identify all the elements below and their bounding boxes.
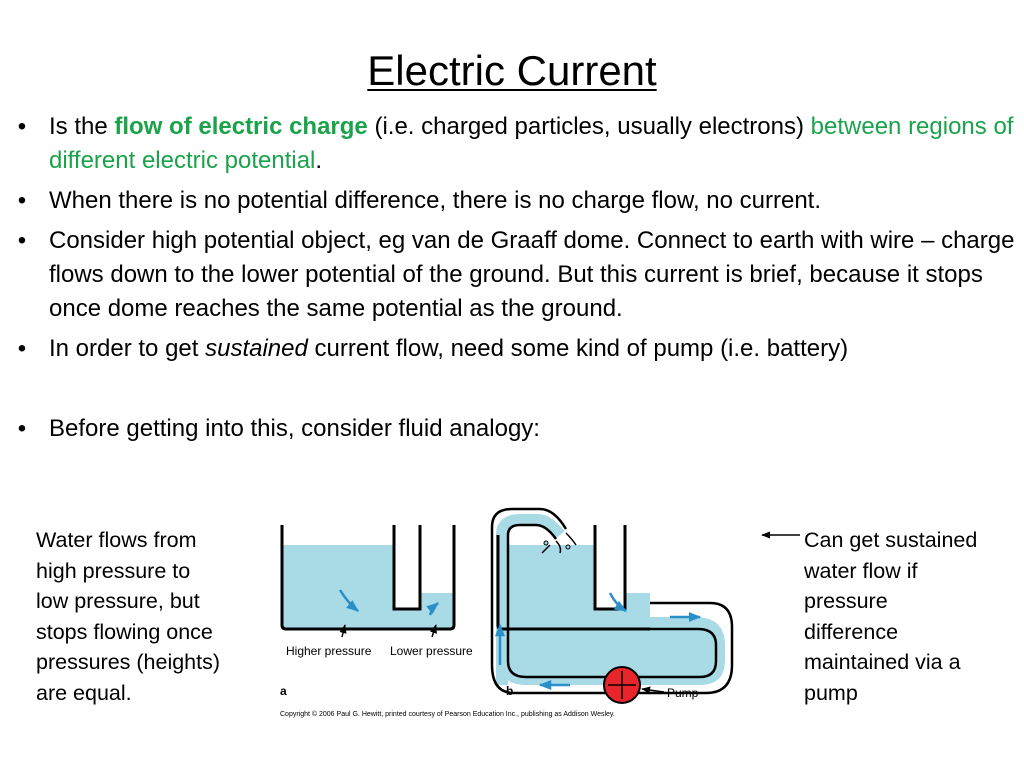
flow-arrow-b — [608, 592, 628, 613]
bullet-4: • In order to get sustained current flow… — [12, 332, 1018, 366]
bullet-marker: • — [17, 415, 27, 442]
highlight-potential-regions: between regions of different electric po… — [49, 113, 1014, 174]
highlight-flow-of-charge: flow of electric charge — [114, 113, 368, 140]
panel-a-label: a — [280, 684, 287, 698]
bullet-marker: • — [17, 227, 27, 254]
water-panel-b — [498, 545, 725, 685]
pipe-inner — [506, 523, 718, 679]
bullet-1: • Is the flow of electric charge (i.e. c… — [12, 110, 1018, 178]
splash-droplet — [543, 540, 549, 546]
fluid-analogy-figure: Higher pressure Lower pressure a Pump b … — [280, 507, 800, 718]
container-outline-a — [280, 525, 456, 631]
right-note: Can get sustained water flow if pressure… — [804, 528, 978, 705]
emphasis-sustained: sustained — [205, 335, 308, 362]
splash — [541, 532, 577, 554]
bullet-marker: • — [17, 113, 27, 140]
pump-icon — [603, 666, 641, 704]
return-pipe-water — [496, 514, 565, 685]
pump-pointer — [641, 686, 665, 694]
flow-arrow-right — [426, 602, 439, 616]
splash-droplet — [565, 544, 571, 550]
panel-b-label: b — [506, 684, 513, 698]
bullet-list: • Is the flow of electric charge (i.e. c… — [12, 110, 1018, 446]
lower-pressure-label: Lower pressure — [390, 644, 473, 658]
divider-wall-a — [392, 525, 422, 611]
diagram-panel-b: Pump b — [490, 507, 734, 704]
copyright-notice: Copyright © 2006 Paul G. Hewitt, printed… — [280, 710, 615, 718]
bullet-marker: • — [17, 187, 27, 214]
pipe-outer — [490, 507, 734, 695]
divider-wall-b — [593, 525, 627, 611]
bullet-2: • When there is no potential difference,… — [12, 184, 1018, 218]
bullet-marker: • — [17, 335, 27, 362]
left-note: Water flows from high pressure to low pr… — [36, 528, 221, 705]
lower-pressure-pointer — [430, 624, 437, 638]
water-panel-a — [282, 545, 454, 629]
bullet-3: • Consider high potential object, eg van… — [12, 224, 1018, 326]
higher-pressure-pointer — [339, 624, 347, 638]
pump-label: Pump — [667, 686, 699, 700]
slide-title: Electric Current — [367, 47, 657, 94]
higher-pressure-label: Higher pressure — [286, 644, 372, 658]
bullet-5: • Before getting into this, consider flu… — [12, 412, 1018, 446]
diagram-panel-a: Higher pressure Lower pressure a — [280, 525, 473, 698]
flow-arrow-left — [338, 589, 359, 612]
